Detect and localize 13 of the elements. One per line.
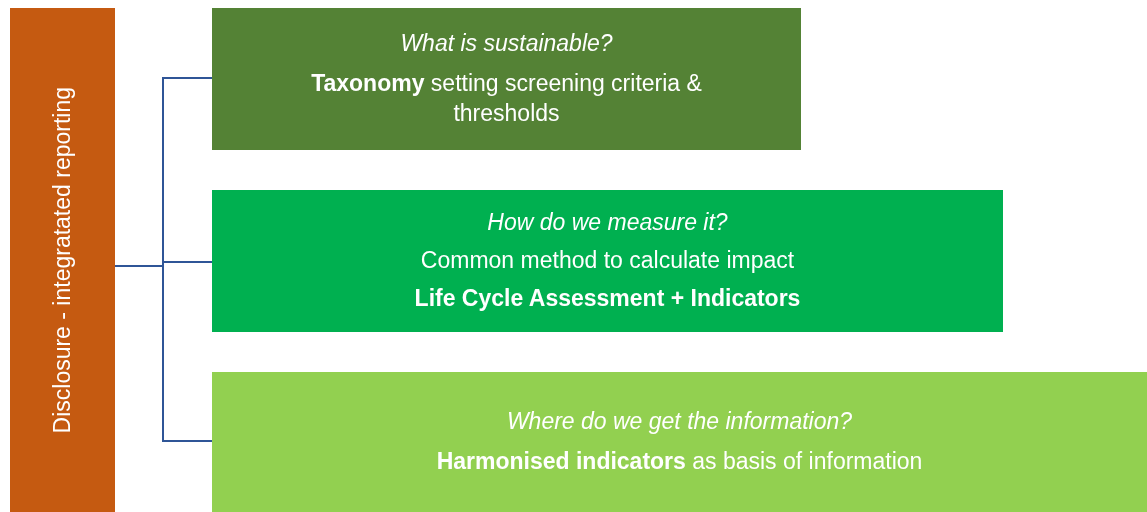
- side-bar: [10, 8, 115, 512]
- description-text: Life Cycle Assessment + Indicators: [414, 283, 801, 313]
- question-heading: Where do we get the information?: [506, 407, 853, 437]
- category-box: [212, 372, 1147, 512]
- description-text: Harmonised indicators as basis of information: [436, 447, 923, 476]
- bracket-connector: [114, 265, 213, 442]
- question-heading: How do we measure it?: [487, 208, 728, 238]
- category-box: [212, 190, 1003, 332]
- vertical-label: Disclosure - integratated reporting: [47, 86, 76, 434]
- question-heading: What is sustainable?: [400, 29, 613, 59]
- description-text: Common method to calculate impact: [420, 246, 795, 276]
- category-box: [212, 8, 801, 150]
- description-text: Taxonomy setting screening criteria & thresholds: [310, 69, 703, 128]
